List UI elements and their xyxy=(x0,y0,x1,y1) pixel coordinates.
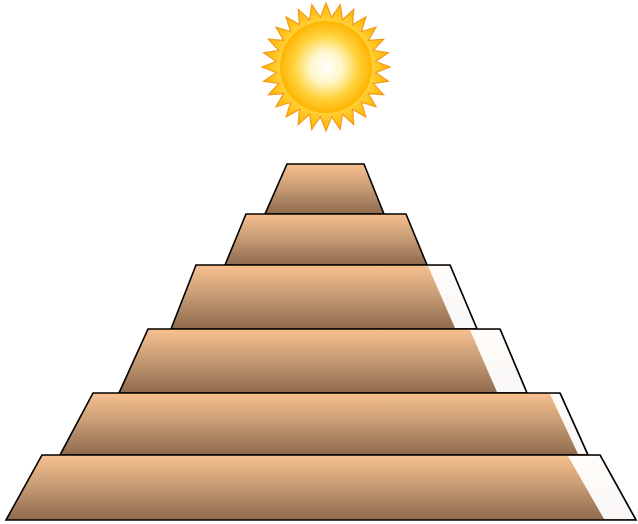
tier-block xyxy=(265,164,384,214)
pyramid-tier-3 xyxy=(171,265,477,329)
pyramid-tier-1 xyxy=(265,164,384,214)
pyramid-tiers xyxy=(6,164,636,520)
tier-block xyxy=(6,455,636,520)
tier-block xyxy=(225,214,427,265)
sun-core xyxy=(280,21,372,113)
tier-block xyxy=(119,329,527,393)
pyramid-tier-4 xyxy=(119,329,527,393)
pyramid-tier-2 xyxy=(225,214,427,265)
pyramid-tier-5 xyxy=(60,393,588,455)
sun-icon xyxy=(262,3,390,131)
tier-block xyxy=(60,393,588,455)
tier-block xyxy=(171,265,477,329)
pyramid-tier-6 xyxy=(6,455,636,520)
